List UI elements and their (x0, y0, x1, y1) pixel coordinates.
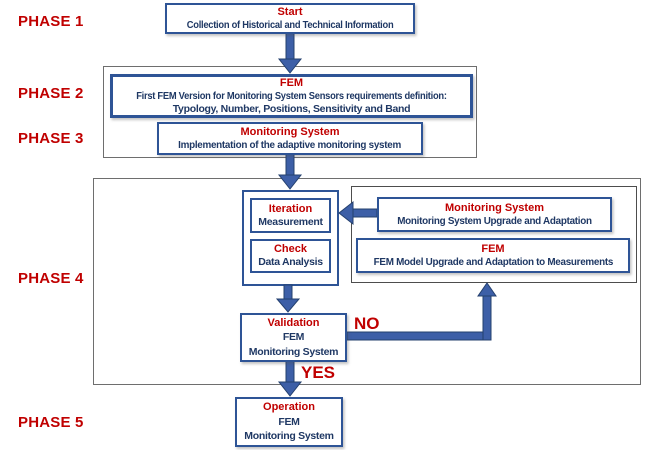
fem-upgrade-box: FEM FEM Model Upgrade and Adaptation to … (356, 238, 630, 273)
operation-line-1: FEM (278, 415, 300, 428)
fem-definition-line-1: First FEM Version for Monitoring System … (136, 89, 447, 102)
fem-upgrade-title: FEM (481, 242, 505, 255)
fem-definition-title: FEM (279, 76, 304, 89)
fem-definition-line-2: Typology, Number, Positions, Sensitivity… (172, 102, 411, 115)
validation-line-1: FEM (282, 331, 305, 344)
monitoring-upgrade-line: Monitoring System Upgrade and Adaptation (397, 214, 592, 227)
operation-line-2: Monitoring System (244, 430, 334, 443)
check-title: Check (273, 243, 308, 255)
monitoring-upgrade-box: Monitoring System Monitoring System Upgr… (377, 197, 612, 232)
phase-5-label: PHASE 5 (18, 414, 84, 431)
phase-4-label: PHASE 4 (18, 270, 84, 287)
start-box-line: Collection of Historical and Technical I… (186, 18, 394, 31)
operation-box: Operation FEM Monitoring System (235, 397, 343, 447)
yes-label: YES (301, 363, 336, 382)
monitoring-upgrade-title: Monitoring System (444, 201, 544, 214)
validation-box: Validation FEM Monitoring System (240, 313, 347, 362)
operation-title: Operation (263, 401, 315, 414)
no-label: NO (354, 314, 380, 333)
check-line: Data Analysis (258, 256, 323, 268)
monitoring-implementation-line: Implementation of the adaptive monitorin… (178, 138, 402, 151)
start-box-title: Start (277, 5, 303, 18)
phase4-container (93, 178, 641, 385)
check-box: Check Data Analysis (250, 239, 331, 273)
validation-title: Validation (267, 316, 320, 329)
start-box: Start Collection of Historical and Techn… (165, 3, 415, 34)
phase-2-label: PHASE 2 (18, 85, 84, 102)
iteration-box: Iteration Measurement (250, 198, 331, 233)
iteration-title: Iteration (268, 202, 313, 215)
fem-definition-box: FEM First FEM Version for Monitoring Sys… (110, 74, 473, 118)
monitoring-implementation-box: Monitoring System Implementation of the … (157, 122, 423, 155)
phase-1-label: PHASE 1 (18, 13, 84, 30)
iteration-line: Measurement (258, 215, 323, 228)
validation-line-2: Monitoring System (248, 345, 339, 358)
fem-upgrade-line: FEM Model Upgrade and Adaptation to Meas… (373, 255, 613, 268)
phase-3-label: PHASE 3 (18, 130, 84, 147)
monitoring-implementation-title: Monitoring System (240, 125, 340, 138)
